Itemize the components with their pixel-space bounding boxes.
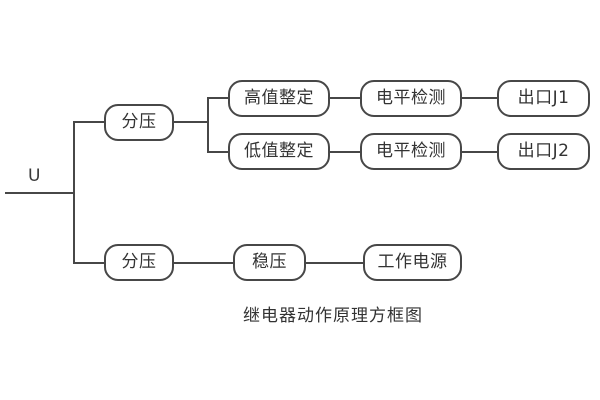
source-voltage-label: U xyxy=(28,166,41,186)
node-divider-top[interactable]: 分压 xyxy=(104,104,174,141)
node-label: 工作电源 xyxy=(377,252,448,272)
node-divider-bottom[interactable]: 分压 xyxy=(104,244,174,281)
node-label: 出口J1 xyxy=(517,88,570,108)
node-work-supply[interactable]: 工作电源 xyxy=(363,244,462,281)
node-high-setting[interactable]: 高值整定 xyxy=(228,80,330,117)
node-label: 出口J2 xyxy=(517,141,570,161)
node-output-j1[interactable]: 出口J1 xyxy=(497,80,590,117)
node-low-setting[interactable]: 低值整定 xyxy=(228,133,330,170)
node-output-j2[interactable]: 出口J2 xyxy=(497,133,590,170)
node-level-detect-2[interactable]: 电平检测 xyxy=(360,133,462,170)
node-label: 电平检测 xyxy=(376,141,446,161)
node-label: 高值整定 xyxy=(244,88,314,108)
node-label: 稳压 xyxy=(252,252,287,272)
diagram-caption: 继电器动作原理方框图 xyxy=(243,306,423,326)
node-regulator[interactable]: 稳压 xyxy=(233,244,306,281)
node-label: 低值整定 xyxy=(244,141,314,161)
node-label: 分压 xyxy=(121,252,157,272)
node-level-detect-1[interactable]: 电平检测 xyxy=(360,80,462,117)
node-label: 分压 xyxy=(121,112,157,132)
node-label: 电平检测 xyxy=(376,88,446,108)
